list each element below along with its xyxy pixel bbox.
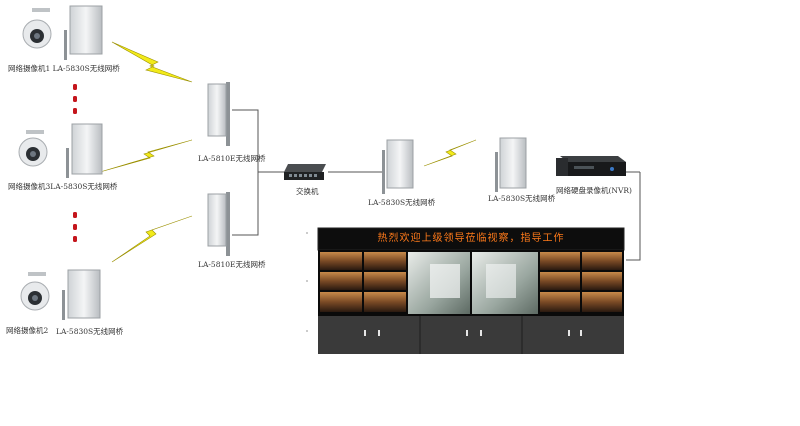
- label-switch: 交换机: [296, 187, 319, 196]
- label-camera-3: 网络摄像机3LA-5830S无线网桥: [8, 182, 118, 191]
- label-camera-2-bridge: LA-5830S无线网桥: [56, 327, 124, 336]
- connection-lines: [232, 109, 641, 261]
- wall-cabinet: [318, 316, 624, 354]
- nvr-icon: [556, 156, 626, 176]
- label-relay-bridge-bottom: LA-5810E无线网桥: [198, 260, 266, 269]
- label-camera-2: 网络摄像机2: [6, 326, 49, 335]
- label-bridge-center: LA-5830S无线网桥: [368, 198, 436, 207]
- camera-3-icon: [18, 130, 48, 167]
- more-cameras-dots: [73, 84, 77, 242]
- bridge-center-icon: [382, 139, 414, 194]
- label-bridge-right: LA-5830S无线网桥: [488, 194, 556, 203]
- video-thumbnails-left: [320, 252, 406, 312]
- video-main-views: [408, 252, 538, 314]
- relay-bridge-bottom-icon: [207, 192, 230, 256]
- wireless-link-icon: [99, 41, 477, 263]
- video-wall: [302, 220, 626, 354]
- video-wall-banner: 热烈欢迎上级领导莅临视察，指导工作: [377, 233, 565, 244]
- label-relay-bridge-top: LA-5810E无线网桥: [198, 154, 266, 163]
- label-nvr: 网络硬盘录像机(NVR): [556, 186, 632, 195]
- bridge-camera-3-icon: [66, 123, 103, 178]
- label-camera-1: 网络摄像机1 LA-5830S无线网桥: [8, 64, 120, 73]
- camera-1-icon: [22, 8, 52, 49]
- video-thumbnails-right: [540, 252, 622, 312]
- bridge-right-icon: [495, 137, 527, 192]
- switch-icon: [284, 164, 326, 180]
- bridge-camera-1-icon: [64, 5, 103, 60]
- camera-2-icon: [20, 272, 50, 311]
- relay-bridge-top-icon: [207, 82, 230, 146]
- bridge-camera-2-icon: [62, 269, 101, 320]
